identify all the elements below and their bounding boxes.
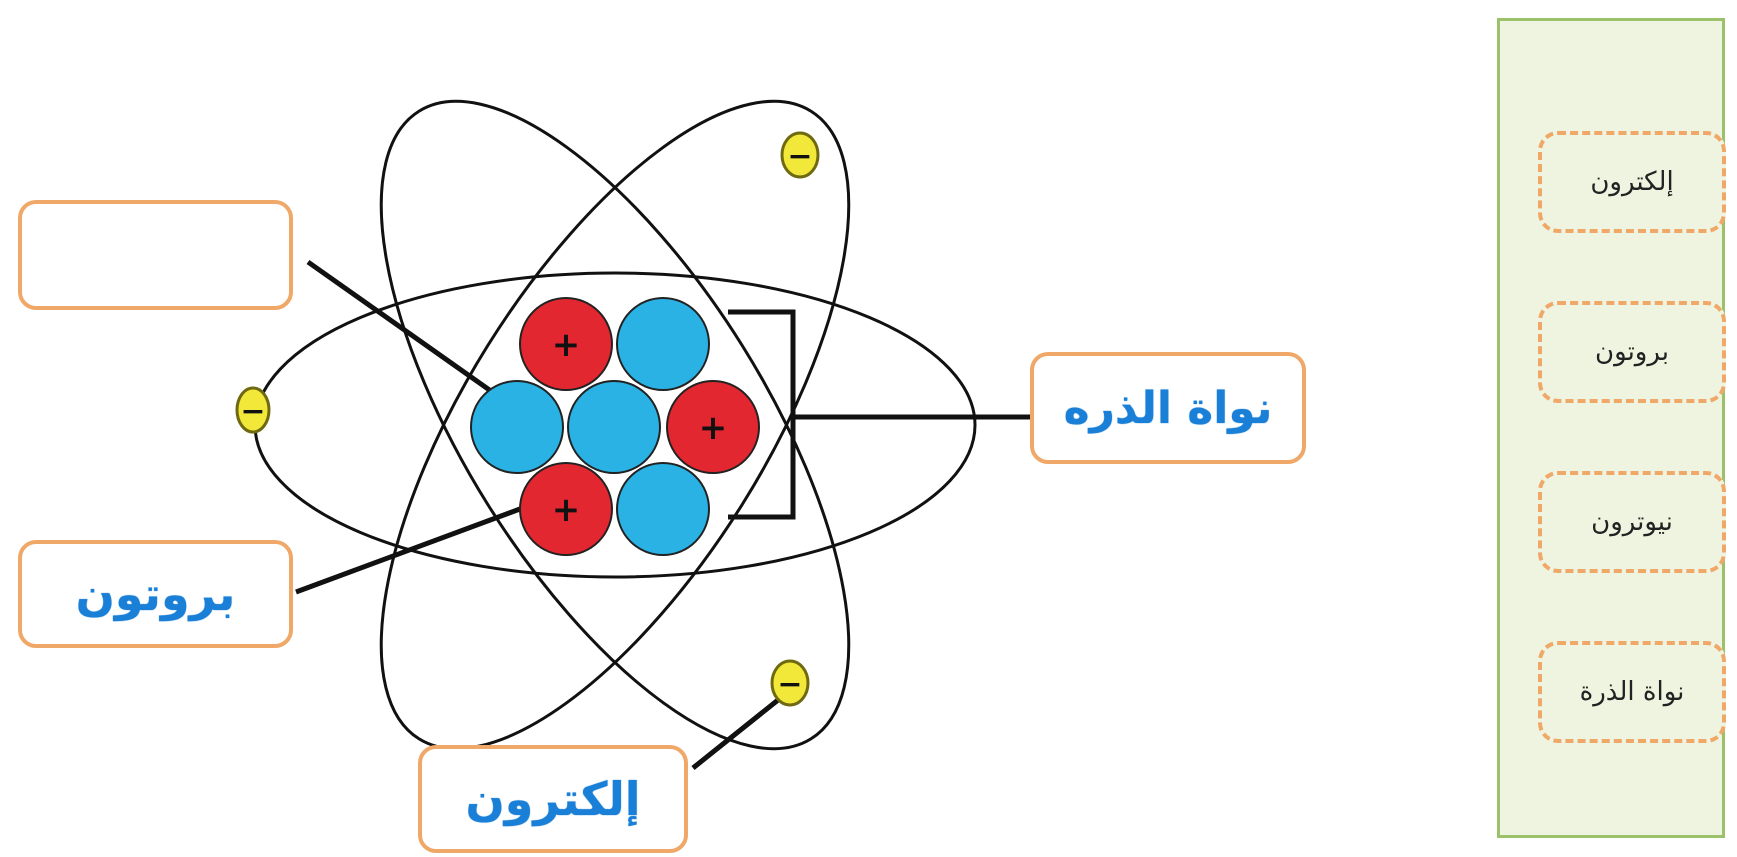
proton-plus-sign: + [699,408,728,448]
proton-plus-sign: + [552,490,581,530]
label-nucleus-text: نواة الذره [1064,383,1273,434]
word-bank-item-label: نواة الذرة [1580,677,1685,707]
neutron [617,298,709,390]
label-box-electron[interactable]: إلكترون [418,745,688,853]
word-bank-item-neutron[interactable]: نيوترون [1538,471,1726,573]
electron: − [237,388,269,432]
label-box-nucleus[interactable]: نواة الذره [1030,352,1306,464]
label-electron-text: إلكترون [465,772,640,826]
electron: − [772,661,808,705]
pointer-line-electron [693,700,778,768]
word-bank-item-electron[interactable]: إلكترون [1538,131,1726,233]
neutron [568,381,660,473]
electron-minus-sign: − [787,139,812,174]
word-bank-item-proton[interactable]: بروتون [1538,301,1726,403]
word-bank-item-label: بروتون [1595,337,1669,367]
neutron [617,463,709,555]
proton-plus-sign: + [552,325,581,365]
neutron [471,381,563,473]
word-bank-item-label: إلكترون [1590,167,1673,197]
word-bank-item-nucleus[interactable]: نواة الذرة [1538,641,1726,743]
label-proton-text: بروتون [76,567,236,621]
word-bank-item-label: نيوترون [1591,507,1673,537]
electron: − [782,133,818,177]
label-box-proton[interactable]: بروتون [18,540,293,648]
electron-minus-sign: − [777,667,802,702]
word-bank-panel: إلكترون بروتون نيوترون نواة الذرة [1497,18,1725,838]
label-box-empty[interactable] [18,200,293,310]
electron-minus-sign: − [240,394,265,429]
